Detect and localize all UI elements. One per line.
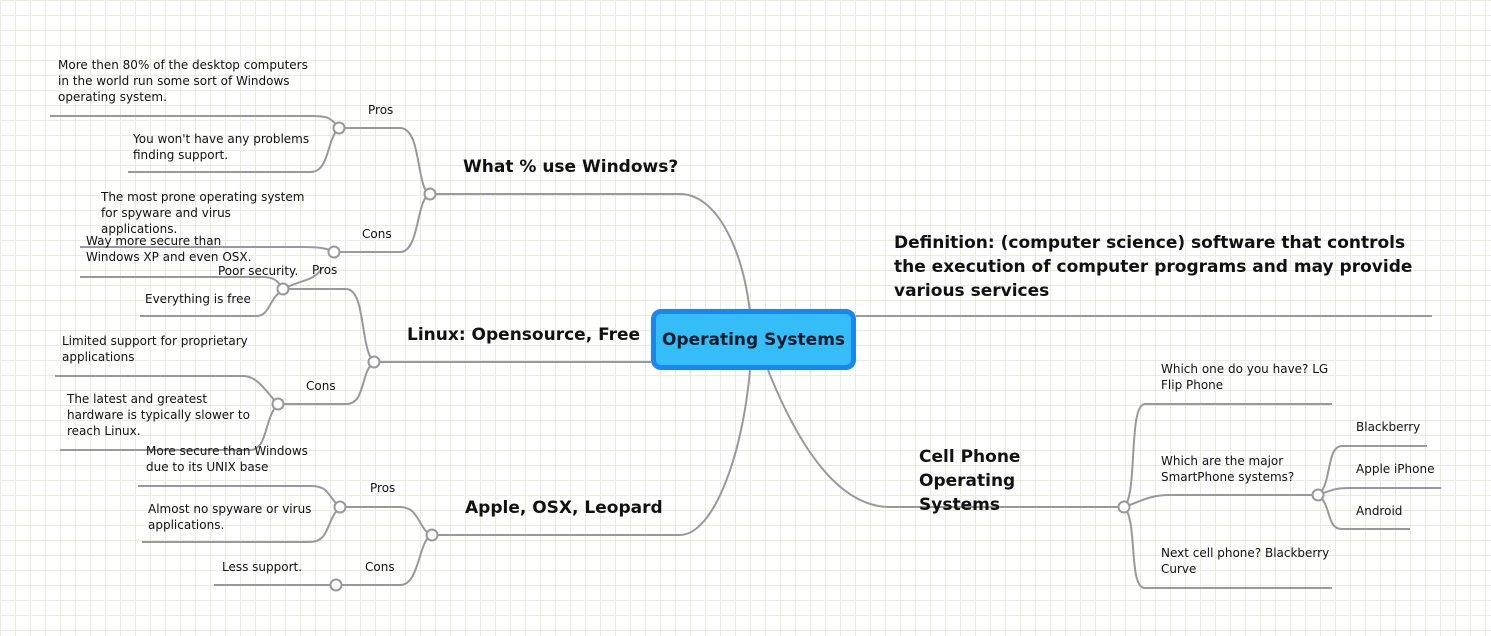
- cellphone-item-1[interactable]: Which one do you have? LG Flip Phone: [1161, 362, 1329, 392]
- smartphone-blackberry[interactable]: Blackberry: [1356, 420, 1421, 434]
- smartphone-android[interactable]: Android: [1356, 504, 1403, 518]
- branch-linux-title[interactable]: Linux: Opensource, Free: [407, 325, 641, 345]
- apple-pro-1[interactable]: More secure than Windows due to its UNIX…: [146, 444, 308, 474]
- cellphone-item-2[interactable]: Which are the major SmartPhone systems?: [1161, 454, 1295, 484]
- windows-cons-label[interactable]: Cons: [362, 227, 392, 241]
- linux-con-1[interactable]: Limited support for proprietary applicat…: [62, 334, 248, 364]
- apple-con-2[interactable]: Less support.: [222, 560, 303, 574]
- branch-cellphone-title[interactable]: Cell Phone Operating Systems: [919, 447, 1021, 515]
- branch-windows-title[interactable]: What % use Windows?: [463, 157, 679, 177]
- cellphone-item-3[interactable]: Next cell phone? Blackberry Curve: [1161, 546, 1330, 576]
- linux-cons-label[interactable]: Cons: [306, 379, 336, 393]
- apple-cons-label[interactable]: Cons: [365, 560, 395, 574]
- windows-pro-1[interactable]: More then 80% of the desktop computers i…: [58, 58, 308, 104]
- central-topic[interactable]: Operating Systems: [651, 309, 856, 370]
- windows-con-1[interactable]: The most prone operating system for spyw…: [101, 190, 305, 236]
- apple-pros-label[interactable]: Pros: [370, 481, 396, 495]
- windows-pro-2[interactable]: You won't have any problems finding supp…: [133, 132, 310, 162]
- linux-pro-1[interactable]: Way more secure than Windows XP and even…: [86, 234, 252, 264]
- apple-con-1[interactable]: Poor security.: [218, 264, 299, 278]
- linux-con-2[interactable]: The latest and greatest hardware is typi…: [67, 392, 250, 438]
- windows-pros-label[interactable]: Pros: [368, 103, 394, 117]
- smartphone-iphone[interactable]: Apple iPhone: [1356, 462, 1435, 476]
- linux-pro-2[interactable]: Everything is free: [145, 292, 251, 306]
- linux-pros-label[interactable]: Pros: [312, 263, 338, 277]
- apple-pro-2[interactable]: Almost no spyware or virus applications.: [148, 502, 312, 532]
- branch-apple-title[interactable]: Apple, OSX, Leopard: [465, 498, 663, 518]
- branch-definition[interactable]: Definition: (computer science) software …: [894, 233, 1413, 301]
